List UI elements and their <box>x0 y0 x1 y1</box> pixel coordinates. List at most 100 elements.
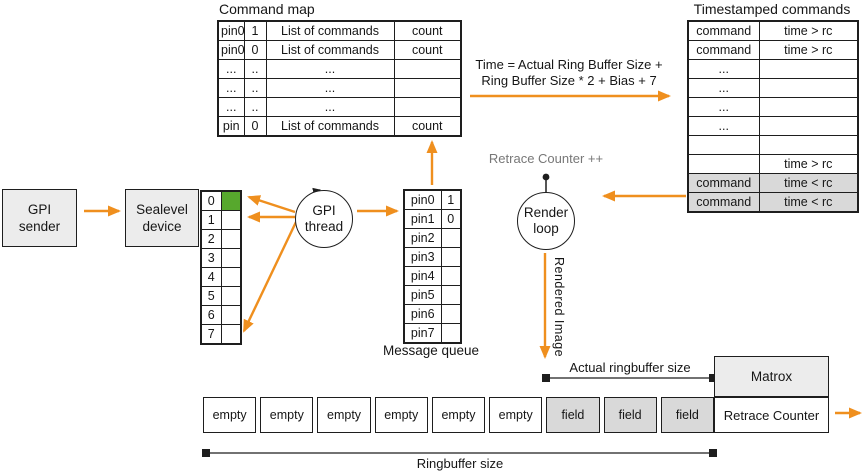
gpi-thread-circle: GPI thread <box>295 190 353 248</box>
cell: time > rc <box>758 40 859 60</box>
cell <box>758 116 859 136</box>
cell <box>440 247 462 267</box>
pin-state-cell <box>220 248 242 268</box>
ringbuffer-row: empty empty empty empty empty empty fiel… <box>203 397 714 433</box>
connector-dot <box>542 173 550 181</box>
cell: ... <box>265 78 395 98</box>
rendered-image-label: Rendered Image <box>552 257 566 358</box>
cell: 0 <box>243 116 267 137</box>
cell: command <box>687 20 760 41</box>
cell: 0 <box>440 209 462 229</box>
cell: pin5 <box>403 285 442 305</box>
cell-due-command: time < rc <box>758 173 859 193</box>
cell <box>758 78 859 98</box>
cell: pin4 <box>403 266 442 286</box>
cell: pin <box>217 116 245 137</box>
cell: 0 <box>243 40 267 60</box>
pin-number: 4 <box>200 267 222 287</box>
cell: count <box>393 40 462 60</box>
cell <box>393 59 462 79</box>
message-queue-label: Message queue <box>382 343 480 358</box>
cell <box>440 285 462 305</box>
cell <box>393 97 462 117</box>
ringbuffer-cell-field: field <box>660 397 714 433</box>
cell: 1 <box>243 20 267 41</box>
retrace-counter-cell: Retrace Counter <box>714 397 829 433</box>
ringbuffer-cell: empty <box>317 397 371 433</box>
cell <box>393 78 462 98</box>
pin-number: 1 <box>200 210 222 230</box>
cell: command <box>687 40 760 60</box>
time-formula-label: Time = Actual Ring Buffer Size + Ring Bu… <box>475 57 663 88</box>
cell <box>440 228 462 248</box>
cell: pin2 <box>403 228 442 248</box>
cell: pin0 <box>403 189 442 210</box>
pin-number: 2 <box>200 229 222 249</box>
arrow-thread-to-pin7 <box>242 221 298 333</box>
cell: ... <box>217 97 245 117</box>
cell: ... <box>687 97 760 117</box>
cell: pin0 <box>217 40 245 60</box>
pin-state-cell <box>220 229 242 249</box>
cell: count <box>393 116 462 137</box>
gpi-sender-box: GPI sender <box>2 189 77 247</box>
cell <box>687 154 760 174</box>
pin-number: 3 <box>200 248 222 268</box>
cell: pin6 <box>403 304 442 324</box>
cell <box>440 304 462 324</box>
pin-number: 7 <box>200 324 222 345</box>
cell <box>758 97 859 117</box>
render-loop-circle: Render loop <box>517 192 575 250</box>
cell: .. <box>243 59 267 79</box>
cell-due-command: command <box>687 173 760 193</box>
timestamped-title: Timestamped commands <box>693 1 851 17</box>
cell <box>758 135 859 155</box>
arrow-thread-to-pin0 <box>247 195 296 214</box>
cell: List of commands <box>265 20 395 41</box>
cell: ... <box>217 59 245 79</box>
cell: .. <box>243 78 267 98</box>
ringbuffer-cell: empty <box>203 397 257 433</box>
pin-number: 0 <box>200 190 222 211</box>
ringbuffer-cell-field: field <box>546 397 600 433</box>
cell: pin7 <box>403 323 442 344</box>
cell-due-command: command <box>687 192 760 213</box>
ringbuffer-cell: empty <box>374 397 428 433</box>
cell: 1 <box>440 189 462 210</box>
sealevel-device-box: Sealevel device <box>125 189 199 247</box>
cell <box>758 59 859 79</box>
cell-due-command: time < rc <box>758 192 859 213</box>
command-map-title: Command map <box>219 1 315 17</box>
cell: .. <box>243 97 267 117</box>
cell: ... <box>687 78 760 98</box>
retrace-counter-inc-label: Retrace Counter ++ <box>488 151 604 166</box>
cell: time > rc <box>758 20 859 41</box>
ringbuffer-cell: empty <box>431 397 486 433</box>
ringbuffer-cell-field: field <box>603 397 657 433</box>
cell: ... <box>265 97 395 117</box>
measure-end-marker <box>542 374 550 382</box>
pin-active-cell <box>220 190 242 211</box>
pin-number: 5 <box>200 286 222 306</box>
actual-ringbuffer-size-label: Actual ringbuffer size <box>569 360 691 375</box>
pin-state-cell <box>220 324 242 345</box>
ringbuffer-cell: empty <box>489 397 543 433</box>
pin-number: 6 <box>200 305 222 325</box>
cell: pin0 <box>217 20 245 41</box>
pin-list-table: 0 1 2 3 4 5 6 7 <box>200 190 242 345</box>
ringbuffer-size-label: Ringbuffer size <box>416 456 504 471</box>
cell: count <box>393 20 462 41</box>
pin-state-cell <box>220 286 242 306</box>
cell: pin1 <box>403 209 442 229</box>
pin-state-cell <box>220 210 242 230</box>
cell: pin3 <box>403 247 442 267</box>
cell <box>687 135 760 155</box>
cell <box>440 266 462 286</box>
cell: ... <box>687 116 760 136</box>
pin-state-cell <box>220 267 242 287</box>
matrox-box: Matrox <box>714 356 829 397</box>
ringbuffer-cell: empty <box>260 397 314 433</box>
